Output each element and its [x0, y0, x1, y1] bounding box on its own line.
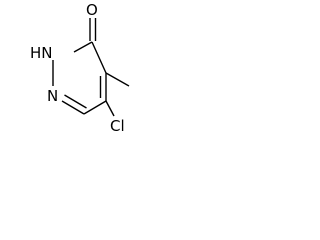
atom-label-nitrogen: N: [47, 87, 58, 105]
pyridazinone-structure: O HN N Cl: [30, 1, 130, 135]
bond-c4-methyl: [105, 72, 130, 87]
bond-c6-c5: [83, 100, 107, 115]
bond-c4-c3: [91, 41, 107, 74]
atom-label-nh: HN: [30, 44, 53, 62]
atom-label-chlorine: Cl: [110, 117, 125, 135]
bond-n1-c6: [61, 100, 85, 115]
bond-n1-c6-second: [64, 94, 87, 109]
atom-label-oxygen: O: [86, 1, 98, 19]
bond-c5-cl: [105, 100, 115, 117]
bond-c3-n2: [73, 41, 93, 53]
